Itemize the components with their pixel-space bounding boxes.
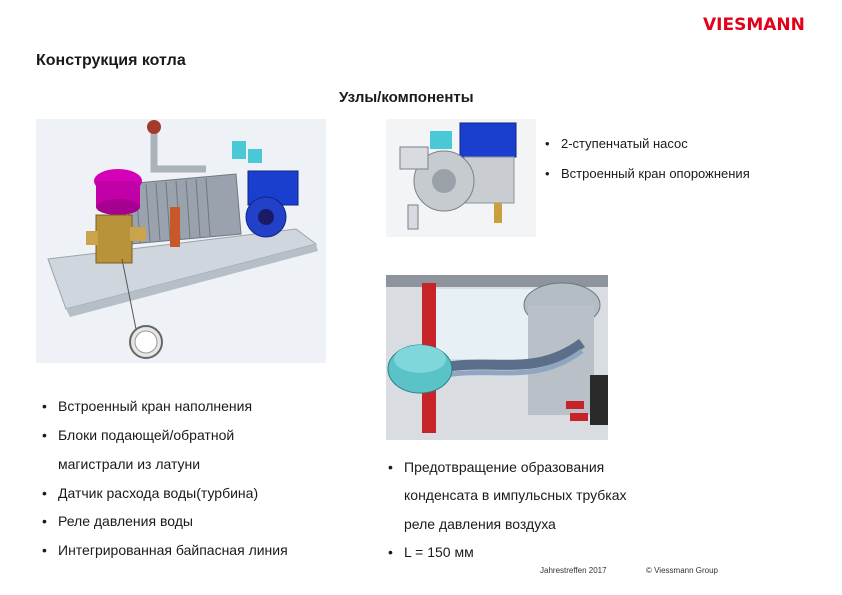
bullet-icon: • (388, 459, 393, 475)
list-item: •Реле давления воды (42, 513, 193, 529)
bullet-icon: • (545, 136, 550, 151)
slide-subtitle: Узлы/компоненты (339, 89, 474, 106)
slide-title: Конструкция котла (36, 52, 186, 69)
bullet-icon: • (42, 427, 47, 443)
hydraulic-block-image (36, 119, 326, 363)
list-item: •Встроенный кран опорожнения (545, 166, 750, 181)
list-item: •L = 150 мм (388, 544, 474, 560)
pump-image (386, 119, 536, 237)
list-item-continuation: реле давления воздуха (404, 516, 556, 532)
air-pressure-switch-image (386, 275, 608, 440)
bullet-icon: • (42, 398, 47, 414)
list-item: •Предотвращение образования (388, 459, 605, 475)
bullet-icon: • (545, 166, 550, 181)
list-item: •Блоки подающей/обратной (42, 427, 235, 443)
list-item-continuation: магистрали из латуни (58, 456, 201, 472)
list-item-continuation: конденсата в импульсных трубках (404, 487, 627, 503)
list-item: •Встроенный кран наполнения (42, 398, 253, 414)
bullet-icon: • (42, 513, 47, 529)
viessmann-logo: VIESMANN (703, 15, 805, 35)
bullet-icon: • (42, 485, 47, 501)
footer-event: Jahrestreffen 2017 (540, 566, 607, 575)
list-item: •Датчик расхода воды(турбина) (42, 485, 259, 501)
bullet-icon: • (42, 542, 47, 558)
bullet-icon: • (388, 544, 393, 560)
list-item: •2-ступенчатый насос (545, 136, 688, 151)
list-item: •Интегрированная байпасная линия (42, 542, 288, 558)
footer-copyright: © Viessmann Group (646, 566, 719, 575)
